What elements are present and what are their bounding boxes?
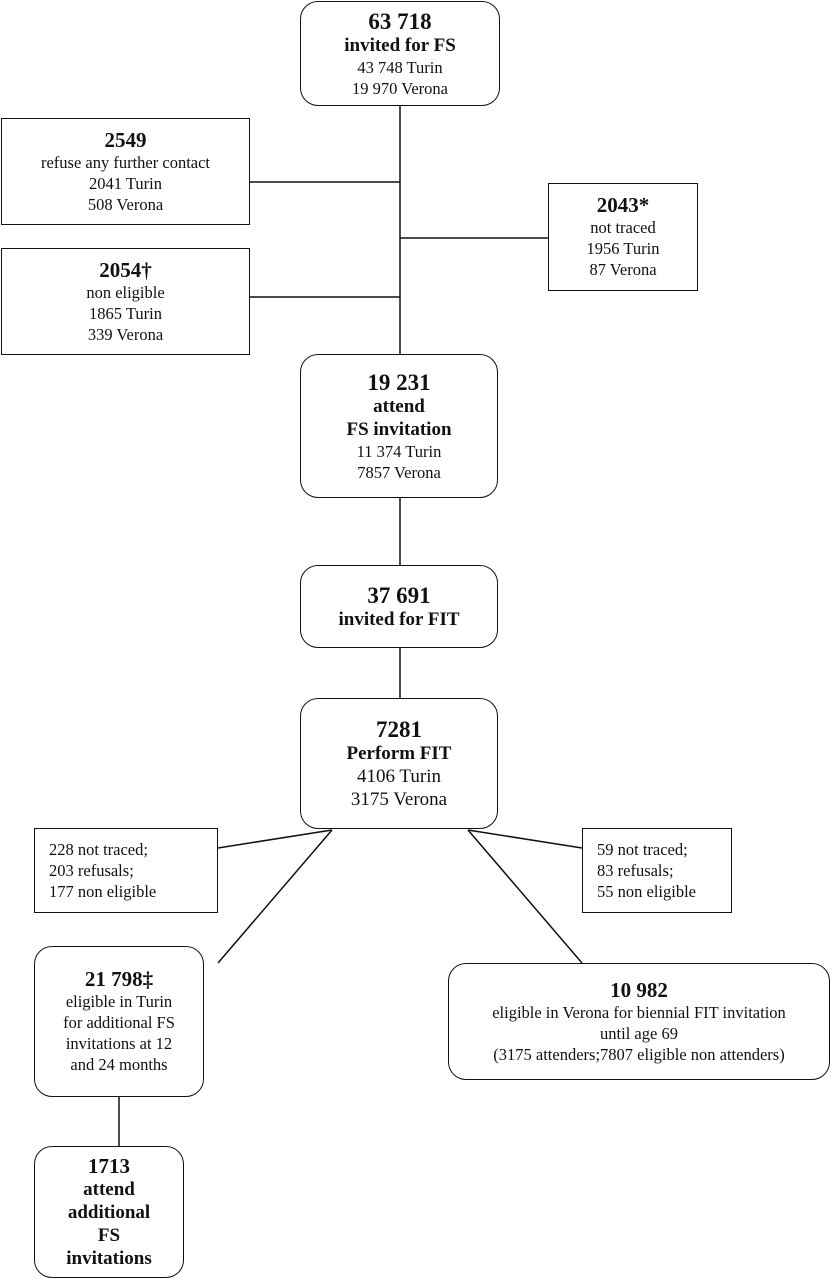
branch-excl-left <box>217 829 333 849</box>
branch-eligible-turin <box>217 829 333 964</box>
node-line: 19 970 Verona <box>352 78 448 98</box>
node-line: 43 748 Turin <box>357 57 443 77</box>
node-line: and 24 months <box>70 1055 168 1074</box>
node-line: invitations at 12 <box>65 1034 173 1053</box>
node-line: 2041 Turin <box>89 173 162 193</box>
node-line: 55 non eligible <box>597 882 696 901</box>
branch-excl-right <box>467 829 583 849</box>
branch-eligible-verona <box>467 829 583 964</box>
node-eligible-turin: 21 798‡ eligible in Turin for additional… <box>34 946 204 1097</box>
node-line: eligible in Turin <box>65 992 173 1011</box>
node-number: 1713 <box>88 1153 130 1178</box>
node-line: until age 69 <box>600 1023 678 1043</box>
node-line: 1956 Turin <box>586 239 660 258</box>
node-label: attend <box>373 395 425 417</box>
node-number: 2054† <box>99 257 152 282</box>
node-not-traced: 2043* not traced 1956 Turin 87 Verona <box>548 183 698 291</box>
node-line: 508 Verona <box>87 194 164 214</box>
node-label: attend <box>83 1178 135 1200</box>
node-attend-additional: 1713 attend additional FS invitations <box>34 1146 184 1278</box>
node-line: 203 refusals; <box>49 861 134 880</box>
node-label: Perform FIT <box>346 742 452 764</box>
node-attend-fs: 19 231 attend FS invitation 11 374 Turin… <box>300 354 498 498</box>
node-label: invited for FS <box>344 34 456 56</box>
node-number: 63 718 <box>368 8 432 34</box>
node-eligible-verona: 10 982 eligible in Verona for biennial F… <box>448 963 830 1080</box>
node-invited-fs: 63 718 invited for FS 43 748 Turin 19 97… <box>300 1 500 106</box>
node-number: 7281 <box>376 716 422 742</box>
node-label: additional <box>67 1201 151 1223</box>
node-label: invited for FIT <box>338 608 460 630</box>
node-number: 21 798‡ <box>84 967 154 991</box>
node-label: FS invitation <box>346 418 452 440</box>
node-line: 87 Verona <box>589 260 657 279</box>
node-number: 19 231 <box>367 369 431 395</box>
node-number: 10 982 <box>610 977 668 1002</box>
node-line: 11 374 Turin <box>356 441 442 461</box>
node-exclusions-right: 59 not traced; 83 refusals; 55 non eligi… <box>582 828 732 913</box>
node-label: refuse any further contact <box>40 152 211 172</box>
node-line: for additional FS <box>63 1013 175 1032</box>
node-non-eligible: 2054† non eligible 1865 Turin 339 Verona <box>1 248 250 355</box>
node-perform-fit: 7281 Perform FIT 4106 Turin 3175 Verona <box>300 698 498 829</box>
node-line: 228 not traced; <box>49 840 148 859</box>
node-label: non eligible <box>86 282 165 302</box>
node-line: (3175 attenders;7807 eligible non attend… <box>493 1044 785 1064</box>
node-label: invitations <box>66 1247 152 1269</box>
node-line: 4106 Turin <box>357 765 441 787</box>
node-number: 37 691 <box>367 582 431 608</box>
node-line: 83 refusals; <box>597 861 674 880</box>
node-number: 2549 <box>104 127 147 152</box>
node-line: eligible in Verona for biennial FIT invi… <box>492 1002 786 1022</box>
node-line: 7857 Verona <box>357 462 441 482</box>
node-line: 1865 Turin <box>89 303 162 323</box>
node-label: FS <box>97 1224 121 1246</box>
node-refuse: 2549 refuse any further contact 2041 Tur… <box>1 118 250 225</box>
node-line: 177 non eligible <box>49 882 157 901</box>
node-line: 59 not traced; <box>597 840 688 859</box>
node-invited-fit: 37 691 invited for FIT <box>300 565 498 648</box>
node-label: not traced <box>590 218 656 237</box>
node-number: 2043* <box>596 193 650 217</box>
node-exclusions-left: 228 not traced; 203 refusals; 177 non el… <box>34 828 218 913</box>
node-line: 3175 Verona <box>350 788 448 810</box>
node-line: 339 Verona <box>87 324 164 344</box>
